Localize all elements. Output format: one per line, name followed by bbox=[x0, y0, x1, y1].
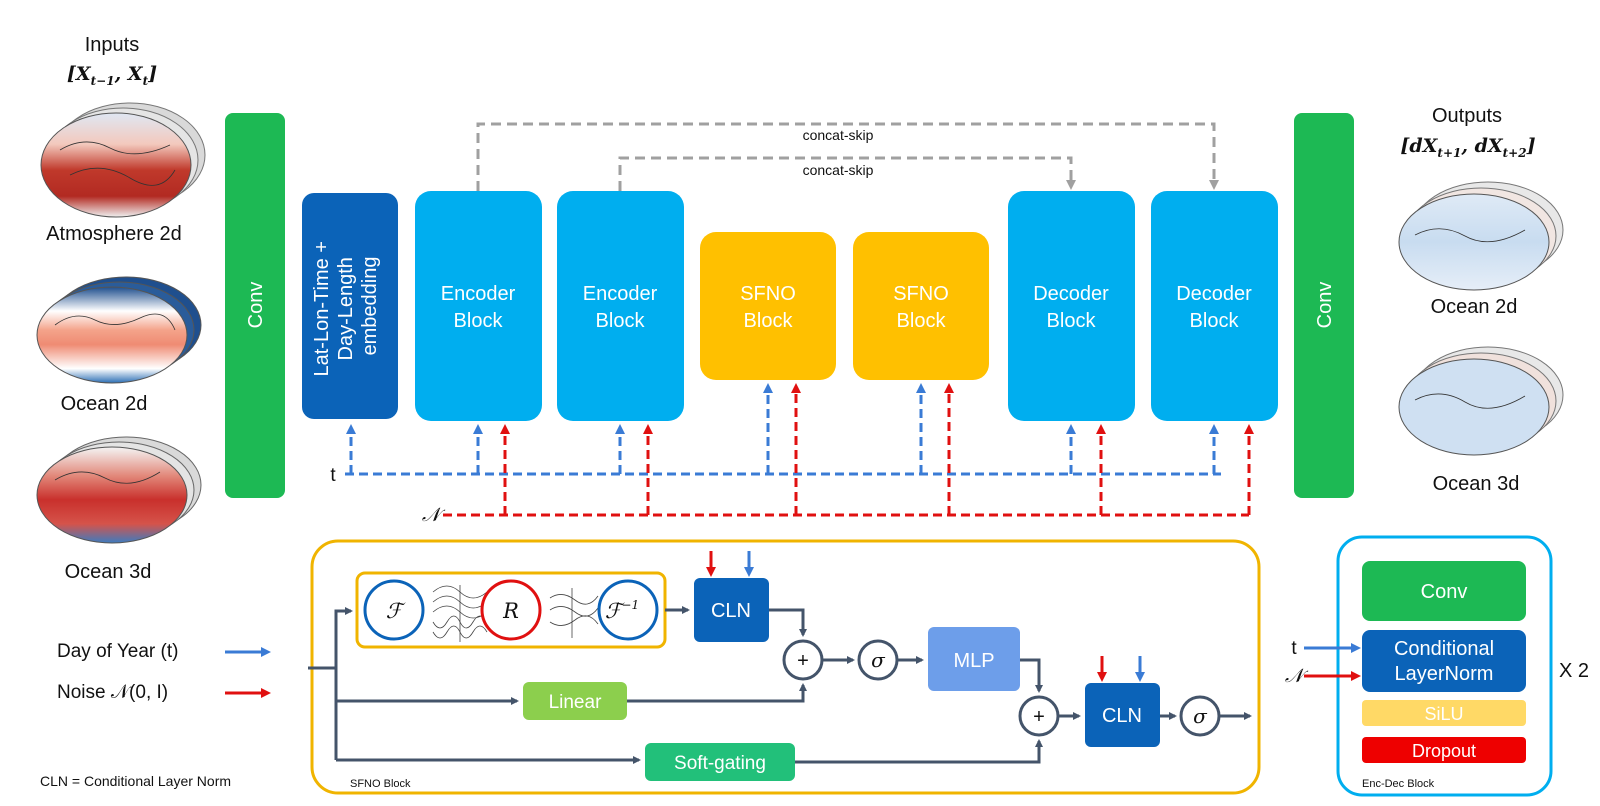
spherical-harmonics-icon-2 bbox=[549, 588, 599, 638]
output-ocean2d-map-stack bbox=[1398, 181, 1564, 291]
cln-block-1 bbox=[694, 578, 769, 642]
decoder-block-1 bbox=[1008, 191, 1135, 421]
atmosphere-map-stack bbox=[40, 102, 206, 218]
cln-block-1-label: CLN bbox=[711, 600, 751, 622]
dropout-block bbox=[1362, 737, 1526, 763]
encdec-conv-block bbox=[1362, 561, 1526, 621]
ocean3d-input-label: Ocean 3d bbox=[65, 561, 152, 583]
add-node-2-symbol: + bbox=[1033, 706, 1045, 728]
legend-cln-note: CLN = Conditional Layer Norm bbox=[40, 773, 231, 789]
noise-input-label: 𝒩 bbox=[422, 504, 446, 526]
encdec-detail-panel bbox=[1336, 535, 1553, 797]
r-operator-symbol: R bbox=[502, 599, 519, 623]
softgating-block bbox=[645, 743, 795, 781]
noise-conditioning-lines bbox=[443, 383, 1254, 517]
output-ocean3d-map-stack bbox=[1398, 346, 1564, 456]
encdec-noise-label: 𝒩 bbox=[1285, 665, 1309, 687]
ocean3d-output-label: Ocean 3d bbox=[1433, 473, 1520, 495]
conditional-layernorm-block bbox=[1362, 630, 1526, 692]
concat-skip-outer-label: concat-skip bbox=[803, 127, 874, 143]
mlp-block-label: MLP bbox=[953, 650, 994, 672]
outputs-title: Outputs bbox=[1432, 105, 1502, 127]
ocean2d-map-stack bbox=[36, 276, 202, 384]
encdec-detail-caption: Enc-Dec Block bbox=[1362, 778, 1435, 790]
dropout-label: Dropout bbox=[1412, 741, 1476, 761]
sigma-node-1-symbol: σ bbox=[871, 648, 886, 672]
inverse-fourier-symbol: ℱ−1 bbox=[605, 598, 639, 623]
repeat-label: X 2 bbox=[1559, 660, 1589, 682]
inverse-fourier-circle bbox=[597, 579, 659, 641]
outputs-formula: [dXt+1, dXt+2] bbox=[1400, 135, 1535, 160]
legend-noise: Noise 𝒩(0, I) bbox=[57, 682, 168, 703]
concat-skip-outer-arrow bbox=[476, 122, 1219, 191]
softgating-block-label: Soft-gating bbox=[674, 753, 766, 774]
sfno-block-1 bbox=[700, 232, 836, 380]
sigma-node-2-symbol: σ bbox=[1193, 704, 1208, 728]
r-operator-circle bbox=[480, 579, 542, 641]
cln-block-2-label: CLN bbox=[1102, 705, 1142, 727]
embedding-label: Lat-Lon-Time + Day-Length embedding bbox=[311, 236, 381, 377]
conv-left-block bbox=[225, 113, 285, 498]
sfno-detail-connectors bbox=[308, 606, 1252, 764]
fourier-transform-circle bbox=[363, 579, 425, 641]
legend-day-of-year: Day of Year (t) bbox=[57, 641, 178, 662]
conv-right-label: Conv bbox=[1314, 282, 1336, 329]
concat-skip-inner-arrow bbox=[618, 156, 1076, 191]
conv-right-block bbox=[1294, 113, 1354, 498]
t-conditioning-lines bbox=[345, 383, 1221, 476]
concat-skip-inner-label: concat-skip bbox=[803, 162, 874, 178]
add-node-1-symbol: + bbox=[797, 650, 809, 672]
silu-label: SiLU bbox=[1424, 704, 1463, 724]
ocean3d-map-stack bbox=[36, 436, 202, 544]
cln-block-2 bbox=[1085, 683, 1160, 747]
linear-block bbox=[523, 682, 627, 720]
ocean2d-input-label: Ocean 2d bbox=[61, 393, 148, 415]
linear-block-label: Linear bbox=[549, 692, 602, 713]
atmosphere-label: Atmosphere 2d bbox=[46, 223, 182, 245]
decoder-block-2 bbox=[1151, 191, 1278, 421]
encoder-block-2 bbox=[557, 191, 684, 421]
inputs-title: Inputs bbox=[85, 34, 139, 56]
silu-block bbox=[1362, 700, 1526, 726]
t-input-label: t bbox=[330, 465, 336, 486]
sfno-block-2 bbox=[853, 232, 989, 380]
encdec-t-label: t bbox=[1291, 638, 1297, 659]
conv-left-label: Conv bbox=[245, 282, 267, 329]
ocean2d-output-label: Ocean 2d bbox=[1431, 296, 1518, 318]
embedding-block bbox=[302, 193, 398, 419]
fourier-symbol: ℱ bbox=[386, 599, 406, 623]
mlp-block bbox=[928, 627, 1020, 691]
encoder-block-1 bbox=[415, 191, 542, 421]
sfno-detail-caption: SFNO Block bbox=[350, 778, 411, 790]
spherical-harmonics-icon-1 bbox=[432, 585, 488, 642]
inputs-formula: [Xt−1, Xt] bbox=[67, 63, 157, 88]
encdec-conv-label: Conv bbox=[1421, 581, 1468, 603]
